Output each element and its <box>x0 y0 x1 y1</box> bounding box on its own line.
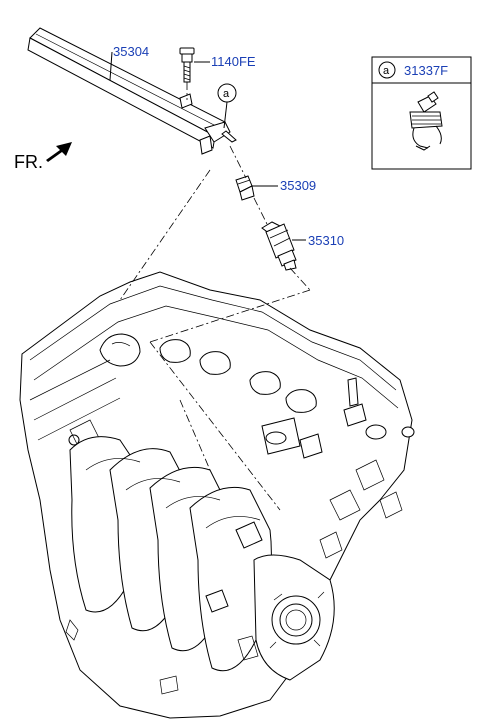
clip-injector-centerline <box>253 197 269 227</box>
direction-label: FR. <box>14 152 43 172</box>
bolt-callout: 1140FE <box>211 54 256 69</box>
engine-assembly <box>19 271 415 719</box>
reference-marker: a <box>217 83 237 129</box>
inset-clip-drawing <box>409 91 443 151</box>
fuel-rail-leader <box>109 51 113 81</box>
bolt[interactable] <box>179 47 195 83</box>
assembly-centerlines <box>119 169 311 511</box>
injector-callout: 35310 <box>308 233 344 248</box>
fuel-injector[interactable] <box>261 221 297 271</box>
injector-clip[interactable] <box>235 175 255 201</box>
fuel-rail[interactable] <box>27 27 237 155</box>
front-direction-indicator: FR. <box>14 142 72 172</box>
inset-marker-label: a <box>383 65 390 77</box>
rail-clip-centerline <box>229 145 247 179</box>
reference-marker-label: a <box>223 88 230 100</box>
inset-panel: a 31337F <box>371 56 472 170</box>
clip-callout: 35309 <box>280 178 316 193</box>
inset-part-number[interactable]: 31337F <box>404 63 448 78</box>
front-arrow-icon <box>46 142 72 162</box>
fuel-rail-callout: 35304 <box>113 44 149 59</box>
